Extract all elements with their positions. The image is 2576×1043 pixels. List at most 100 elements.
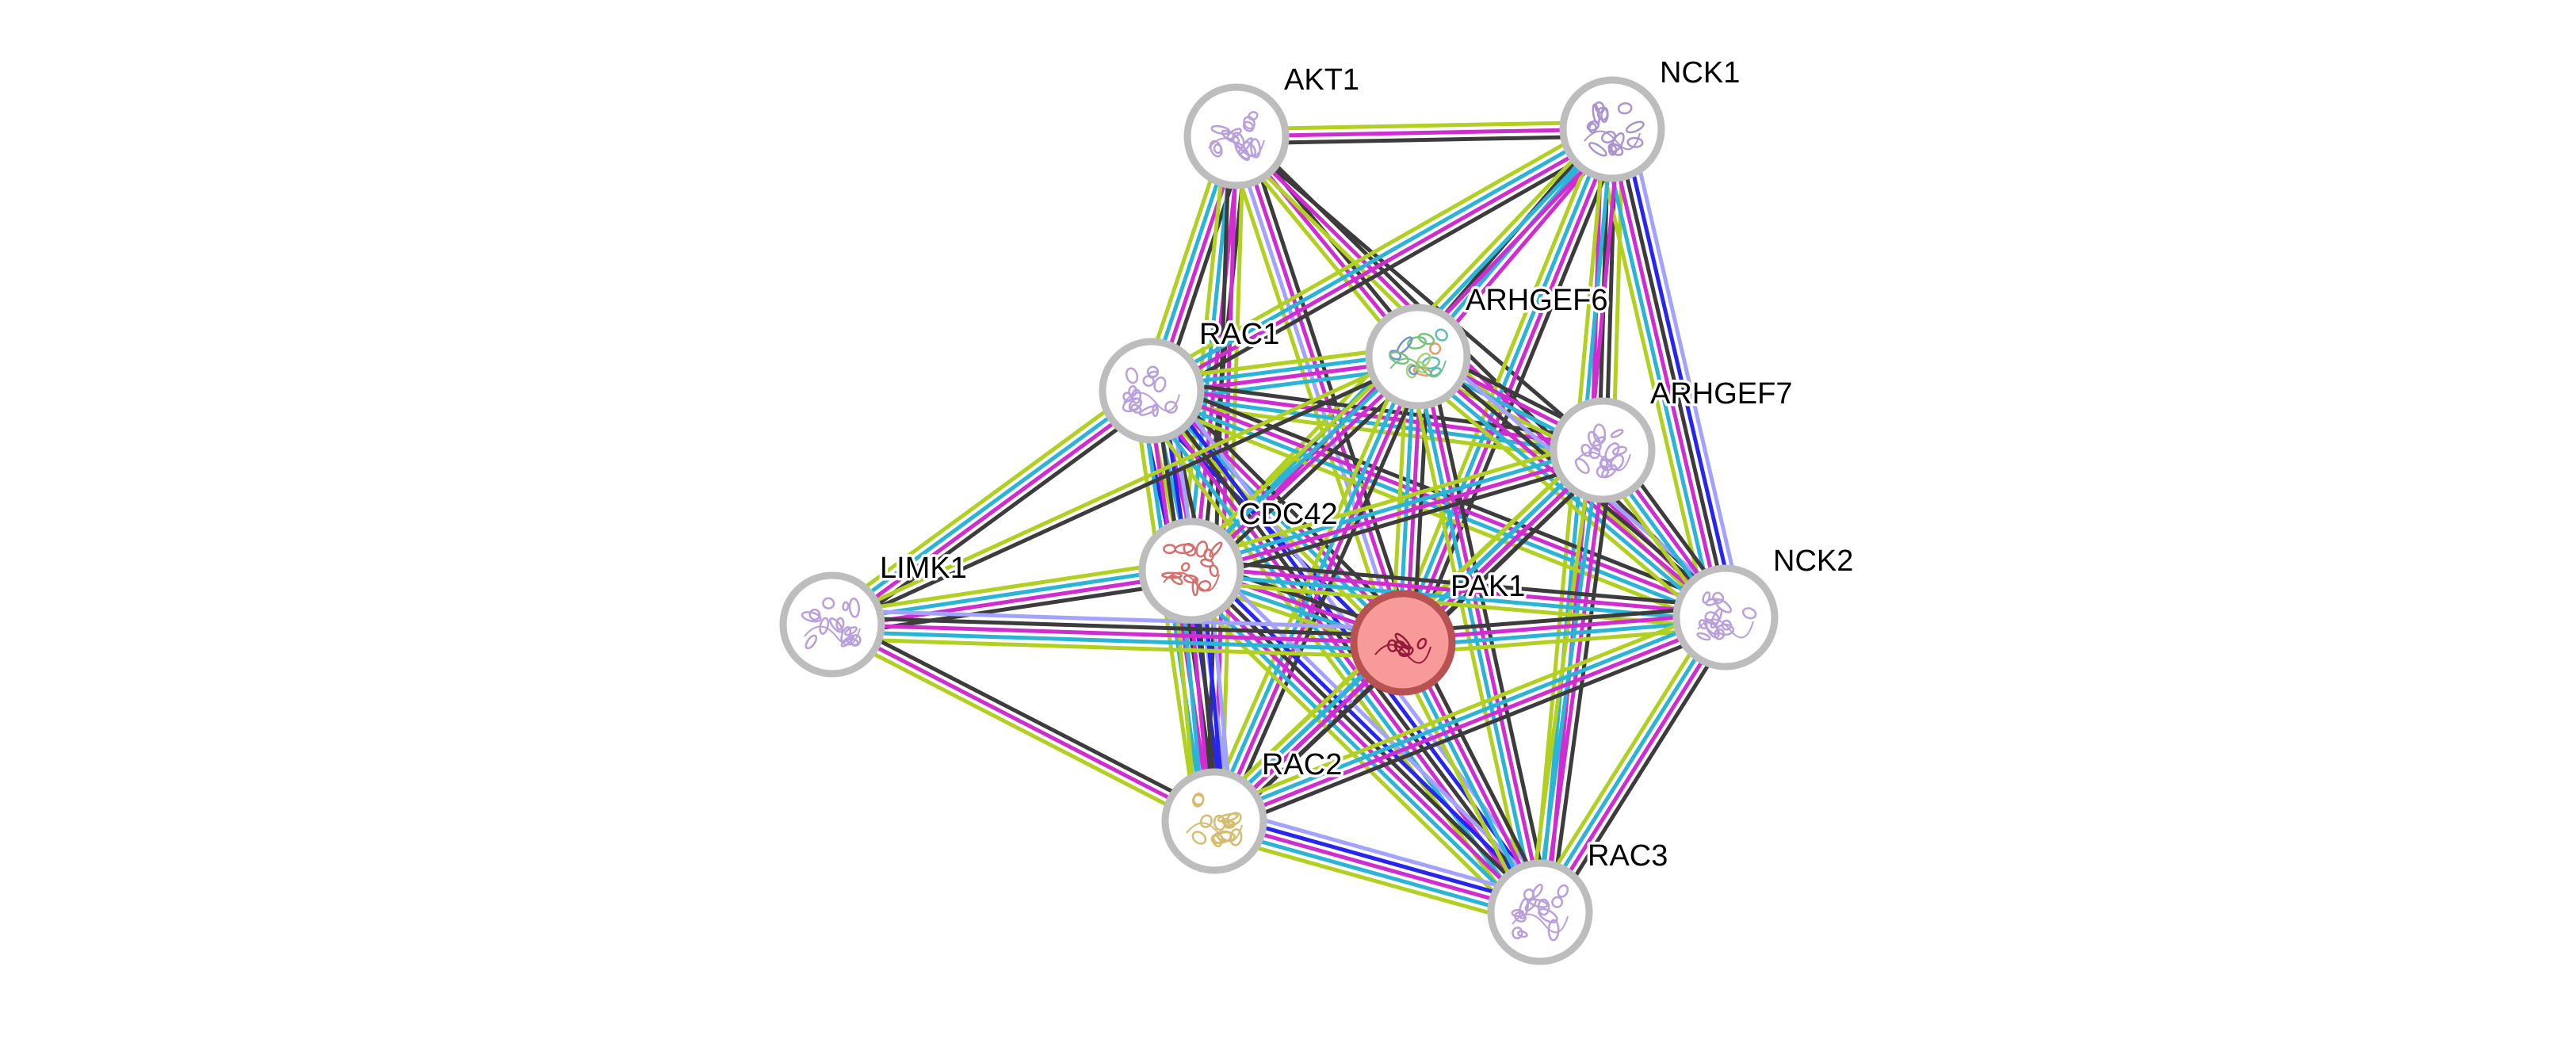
evidence-line (1194, 458, 1607, 583)
evidence-line (1191, 451, 1604, 576)
node-label: LIMK1 (880, 552, 967, 585)
evidence-line (1538, 128, 1615, 913)
node-circle[interactable] (1099, 338, 1205, 444)
node-label: ARHGEF7 (1650, 377, 1792, 411)
evidence-line (831, 622, 1404, 645)
evidence-line (1627, 124, 1745, 614)
node-pak1[interactable]: PAK1 (1350, 567, 1528, 696)
node-label: NCK1 (1660, 56, 1740, 90)
protein-structure-icon (1122, 365, 1180, 418)
edge-NCK2-RAC2[interactable] (1210, 606, 1730, 833)
protein-structure-icon (1208, 111, 1265, 162)
evidence-line (1236, 120, 1612, 132)
node-rac1[interactable]: RAC1 (1099, 315, 1282, 444)
evidence-line (1217, 625, 1730, 833)
edge-NCK1-NCK2[interactable] (1592, 124, 1745, 622)
evidence-line (1217, 805, 1545, 901)
node-arhgef7[interactable]: ARHGEF7 (1550, 375, 1795, 503)
edge-PAK1-NCK2[interactable] (1401, 605, 1727, 655)
evidence-line (1191, 558, 1727, 609)
edge-LIMK1-PAK1[interactable] (831, 608, 1404, 659)
node-rac2[interactable]: RAC2 (1161, 746, 1345, 874)
evidence-line (1397, 127, 1611, 643)
edge-AKT1-PAK1[interactable] (1224, 132, 1416, 647)
node-akt1[interactable]: AKT1 (1183, 61, 1363, 189)
evidence-line (832, 615, 1404, 638)
node-label: RAC3 (1588, 839, 1668, 873)
evidence-line (828, 386, 1151, 624)
evidence-line (831, 629, 1403, 652)
evidence-line (1213, 819, 1541, 915)
evidence-line (1156, 136, 1619, 402)
protein-structure-icon (1389, 328, 1448, 379)
evidence-line (1182, 576, 1535, 922)
evidence-line (1215, 357, 1424, 823)
node-nck1[interactable]: NCK1 (1559, 54, 1743, 182)
evidence-line (1187, 437, 1600, 563)
evidence-line (1404, 129, 1618, 645)
evidence-line (1547, 621, 1737, 919)
edge-NCK2-RAC3[interactable] (1529, 610, 1737, 919)
edge-RAC1-LIMK1[interactable] (824, 380, 1160, 635)
evidence-line (832, 608, 1404, 631)
evidence-line (1535, 614, 1725, 911)
evidence-line (1402, 612, 1726, 642)
node-label: PAK1 (1450, 570, 1525, 603)
evidence-line (830, 351, 1418, 624)
evidence-line (1190, 445, 1603, 570)
evidence-line (1231, 136, 1402, 645)
evidence-line (1212, 612, 1726, 820)
node-label: CDC42 (1239, 498, 1338, 531)
node-circle[interactable] (1550, 397, 1656, 503)
evidence-line (1403, 625, 1727, 655)
evidence-line (1411, 132, 1624, 648)
node-nck2[interactable]: NCK2 (1672, 542, 1856, 670)
edge-NCK1-RAC1[interactable] (1145, 118, 1619, 402)
evidence-line (1391, 124, 1604, 640)
node-cdc42[interactable]: CDC42 (1138, 495, 1340, 624)
node-limk1[interactable]: LIMK1 (779, 549, 969, 678)
protein-structure-icon (1511, 884, 1569, 942)
node-circle[interactable] (1365, 304, 1471, 410)
edge-AKT1-NCK1[interactable] (1236, 120, 1613, 146)
evidence-line (1141, 395, 1534, 920)
node-circle[interactable] (1138, 518, 1244, 624)
evidence-line (824, 380, 1147, 618)
evidence-line (834, 616, 1219, 817)
evidence-line (1210, 832, 1537, 928)
evidence-line (1412, 360, 1722, 625)
evidence-line (1135, 399, 1527, 924)
evidence-line (832, 357, 1420, 630)
node-arhgef6[interactable]: ARHGEF6 (1365, 281, 1611, 410)
protein-structure-icon (1584, 101, 1645, 157)
evidence-line (1211, 826, 1539, 922)
edge-LIMK1-RAC2[interactable] (827, 616, 1219, 830)
edge-ARHGEF6-LIMK1[interactable] (830, 351, 1420, 630)
node-circle[interactable] (1559, 76, 1665, 182)
node-label: RAC2 (1262, 748, 1342, 781)
evidence-line (1599, 131, 1718, 621)
evidence-line (1244, 132, 1416, 640)
evidence-line (1145, 118, 1608, 384)
node-label: AKT1 (1284, 63, 1359, 97)
evidence-line (830, 558, 1191, 617)
protein-structure-icon (1374, 632, 1431, 664)
evidence-line (831, 636, 1403, 659)
edge-RAC2-RAC3[interactable] (1210, 805, 1545, 928)
evidence-line (1224, 139, 1395, 647)
evidence-line (831, 622, 1216, 823)
node-rac3[interactable]: RAC3 (1487, 837, 1671, 965)
edge-NCK1-PAK1[interactable] (1391, 124, 1624, 648)
evidence-line (1592, 132, 1710, 622)
evidence-line (1613, 128, 1731, 617)
node-circle[interactable] (1672, 564, 1779, 670)
evidence-line (1531, 128, 1607, 912)
evidence-line (1148, 124, 1612, 390)
evidence-line (1191, 565, 1726, 617)
evidence-line (1152, 130, 1615, 396)
protein-structure-icon (1160, 541, 1223, 597)
edge-ARHGEF7-CDC42[interactable] (1187, 437, 1607, 583)
evidence-line (1209, 354, 1417, 821)
